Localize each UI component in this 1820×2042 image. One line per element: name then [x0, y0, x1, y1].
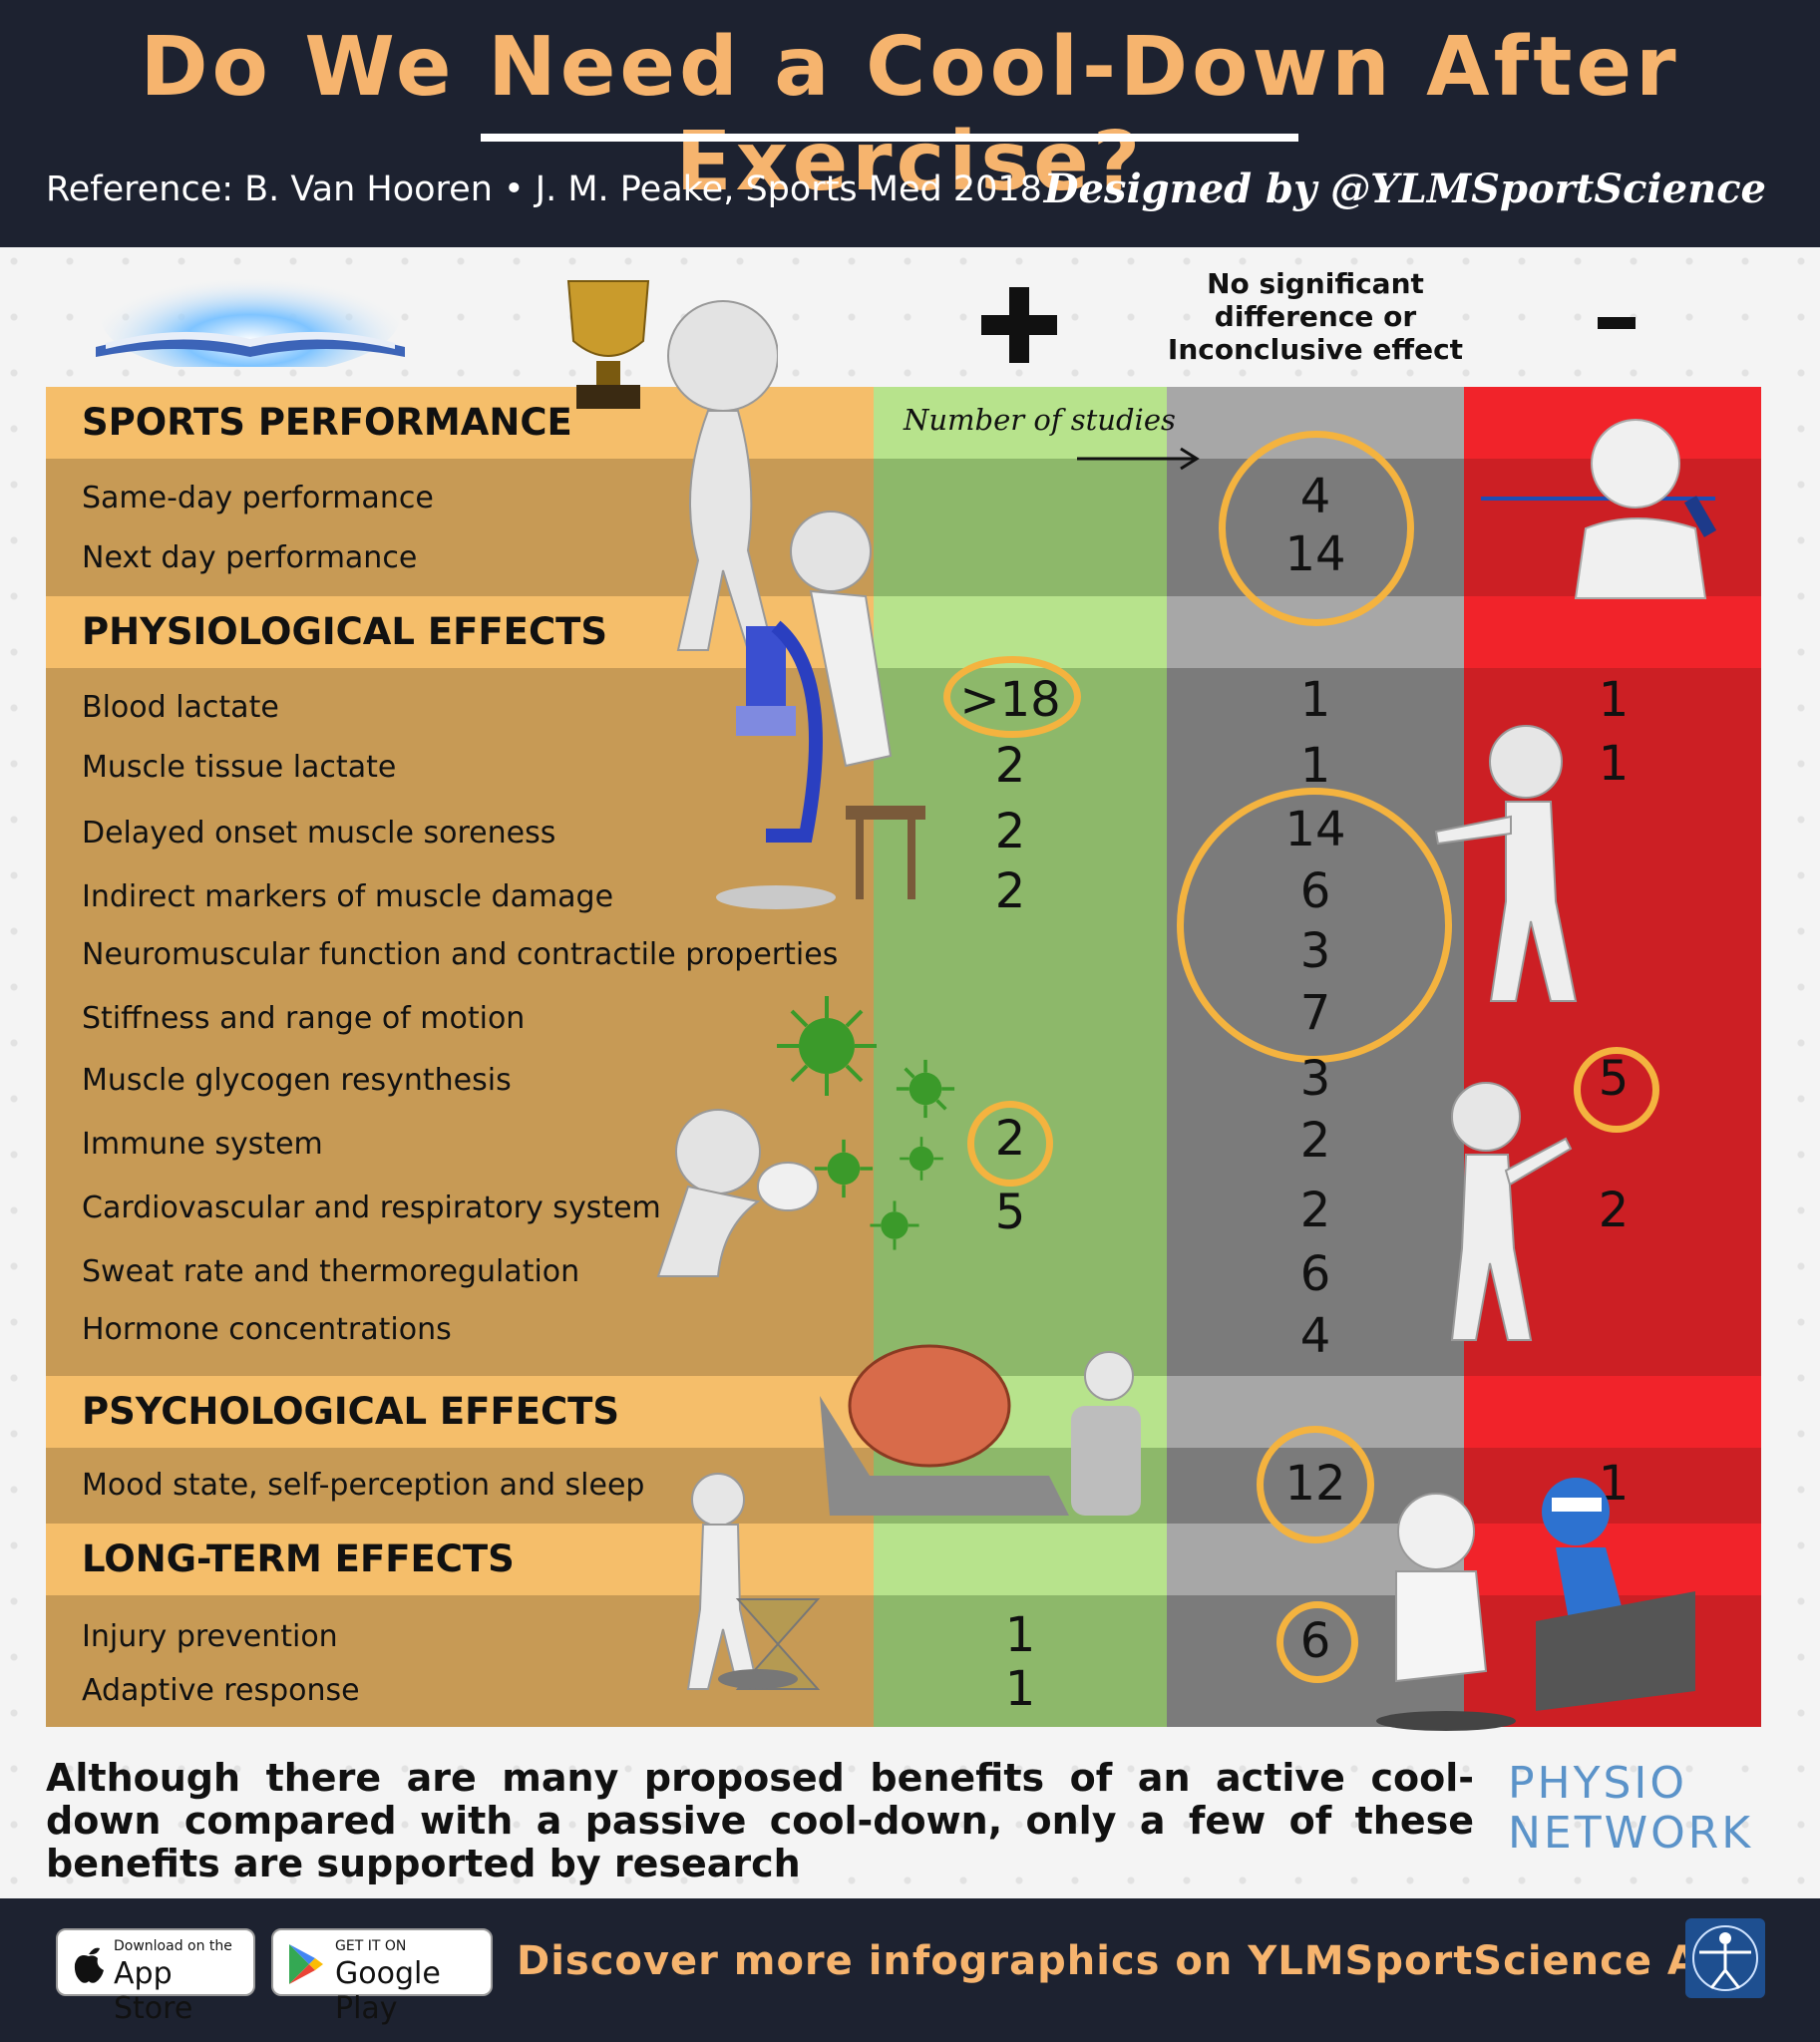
- physio-logo-line1: PHYSIO: [1508, 1758, 1688, 1809]
- neutral-count: 6: [1299, 863, 1331, 919]
- arrow-right-icon: [1077, 447, 1200, 471]
- positive-count: 2: [994, 1111, 1026, 1167]
- positive-count: 2: [994, 804, 1026, 859]
- row-label: Muscle glycogen resynthesis: [82, 1063, 512, 1098]
- vitruvian-man-app-icon[interactable]: [1685, 1918, 1765, 1998]
- neutral-count: 6: [1299, 1613, 1331, 1669]
- microscope-scientist-icon: [716, 510, 925, 909]
- hourglass-figure-icon: [686, 1473, 821, 1690]
- virus-icon: [870, 1200, 919, 1250]
- row-label: Adaptive response: [82, 1673, 360, 1708]
- trophy-figure-icon: [566, 280, 778, 651]
- app-store-button[interactable]: Download on the App Store: [56, 1928, 255, 2026]
- neutral-count: 3: [1299, 1051, 1331, 1107]
- row-label: Sweat rate and thermoregulation: [82, 1254, 580, 1289]
- designer-credit: Designed by @YLMSportScience: [1043, 166, 1766, 212]
- neutral-count: 7: [1299, 985, 1331, 1041]
- section-title: PSYCHOLOGICAL EFFECTS: [82, 1390, 620, 1433]
- row-label: Neuromuscular function and contractile p…: [82, 937, 839, 972]
- section-title: LONG-TERM EFFECTS: [82, 1537, 515, 1580]
- virus-icon: [896, 1059, 955, 1119]
- virus-icon: [777, 996, 877, 1096]
- neutral-count: 12: [1284, 1456, 1346, 1512]
- discover-app-link[interactable]: Discover more infographics on YLMSportSc…: [517, 1938, 1759, 1984]
- section-title: PHYSIOLOGICAL EFFECTS: [82, 610, 607, 653]
- title-underline: [481, 134, 1298, 142]
- highlight-ring: [1574, 1047, 1659, 1133]
- positive-count: 1: [1004, 1661, 1036, 1717]
- pointing-figure-icon: [1434, 725, 1578, 1002]
- negative-count: 1: [1598, 736, 1630, 792]
- highlight-ring: [1219, 431, 1414, 626]
- positive-count: 1: [1004, 1607, 1036, 1663]
- google-play-caption: GET IT ON: [335, 1938, 407, 1954]
- negative-count: 1: [1598, 672, 1630, 728]
- positive-count: 5: [994, 1185, 1026, 1240]
- physio-treatment-icon: [1376, 1478, 1695, 1731]
- open-book-icon: [96, 259, 405, 367]
- neutral-count: 4: [1299, 469, 1331, 524]
- negative-effect-minus-icon: [1598, 317, 1636, 329]
- row-label: Same-day performance: [82, 481, 434, 515]
- neutral-count: 3: [1299, 923, 1331, 979]
- neutral-count: 6: [1299, 1246, 1331, 1302]
- neutral-count: 2: [1299, 1183, 1331, 1238]
- number-of-studies-caption: Number of studies: [904, 403, 1176, 437]
- virus-icon: [900, 1137, 943, 1181]
- reference-text: Reference: B. Van Hooren • J. M. Peake, …: [46, 170, 1042, 209]
- pointing-figure-icon: [1450, 1082, 1573, 1341]
- highlight-ring: [943, 656, 1081, 738]
- row-label: Hormone concentrations: [82, 1312, 452, 1347]
- positive-effect-plus-icon: [981, 287, 1057, 363]
- positive-count: 2: [994, 863, 1026, 919]
- brain-therapy-icon: [820, 1344, 1141, 1516]
- google-play-icon: [289, 1944, 323, 1984]
- neutral-count: 1: [1299, 738, 1331, 794]
- highlight-ring: [1177, 788, 1452, 1063]
- neutral-count: 14: [1284, 802, 1346, 857]
- highlight-ring: [967, 1101, 1053, 1187]
- physio-logo-line2: NETWORK: [1508, 1808, 1754, 1859]
- row-label: Indirect markers of muscle damage: [82, 879, 614, 914]
- neutral-count: 4: [1299, 1308, 1331, 1364]
- row-label: Immune system: [82, 1127, 323, 1162]
- app-store-label: App Store: [114, 1956, 193, 2026]
- section-title: SPORTS PERFORMANCE: [82, 401, 572, 444]
- row-label: Cardiovascular and respiratory system: [82, 1191, 661, 1225]
- row-label: Delayed onset muscle soreness: [82, 816, 556, 851]
- row-label: Next day performance: [82, 540, 418, 575]
- row-label: Stiffness and range of motion: [82, 1001, 526, 1036]
- neutral-count: 1: [1299, 672, 1331, 728]
- row-label: Blood lactate: [82, 690, 279, 725]
- drawing-figure-icon: [1481, 419, 1717, 599]
- positive-count: 2: [994, 738, 1026, 794]
- virus-icon: [814, 1139, 874, 1198]
- row-label: Injury prevention: [82, 1619, 338, 1654]
- neutral-count: 14: [1284, 526, 1346, 582]
- apple-icon: [74, 1947, 104, 1983]
- page-title: Do We Need a Cool-Down After Exercise?: [140, 20, 1680, 209]
- positive-count: >18: [959, 672, 1061, 728]
- highlight-ring: [1276, 1601, 1358, 1683]
- neutral-effect-heading: No significant difference or Inconclusiv…: [1167, 267, 1464, 366]
- header: Do We Need a Cool-Down After Exercise? R…: [0, 0, 1820, 247]
- summary-text: Although there are many proposed benefit…: [46, 1756, 1474, 1885]
- row-label: Muscle tissue lactate: [82, 750, 397, 785]
- physio-network-logo: PHYSIO NETWORK: [1508, 1759, 1753, 1859]
- highlight-ring: [1257, 1426, 1374, 1543]
- negative-count: 2: [1598, 1183, 1630, 1238]
- app-store-caption: Download on the: [114, 1938, 232, 1954]
- google-play-button[interactable]: GET IT ON Google Play: [271, 1928, 493, 2026]
- neutral-count: 2: [1299, 1113, 1331, 1169]
- footer: Download on the App Store GET IT ON Goog…: [0, 1898, 1820, 2042]
- row-label: Mood state, self-perception and sleep: [82, 1468, 645, 1503]
- negative-count: 5: [1598, 1051, 1630, 1107]
- google-play-label: Google Play: [335, 1956, 441, 2026]
- boxing-figure-icon: [656, 1109, 819, 1277]
